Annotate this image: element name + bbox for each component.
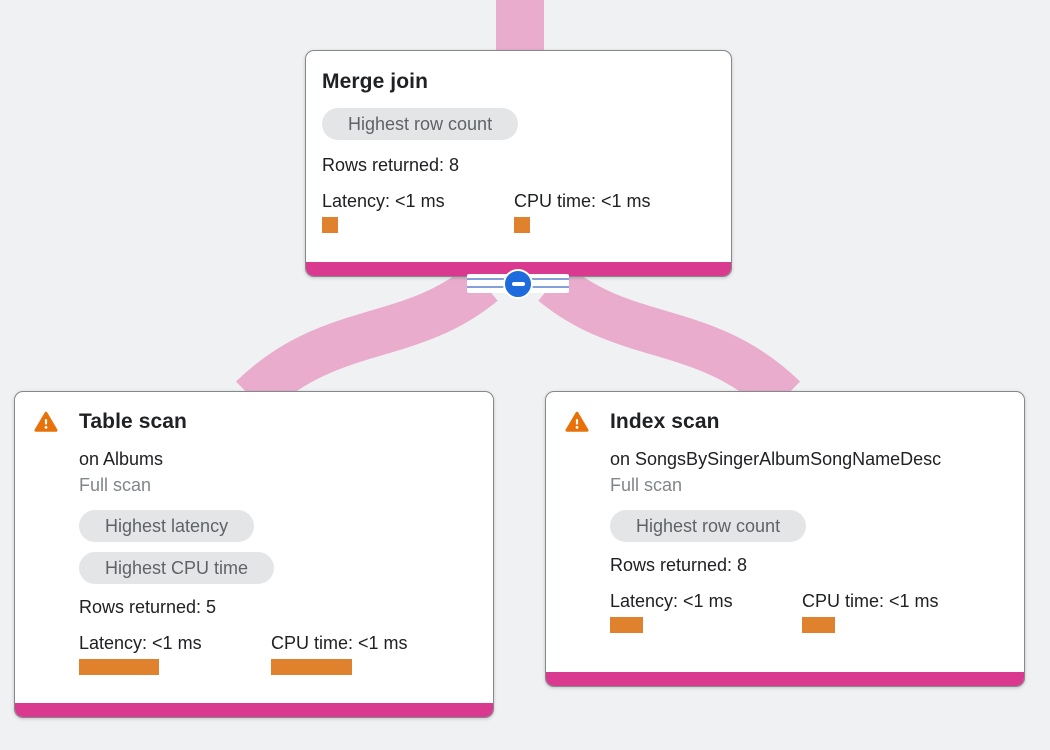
badge-group: Highest row count bbox=[610, 510, 1008, 542]
cpu-time-bar bbox=[514, 217, 530, 233]
latency-label: Latency: <1 ms bbox=[610, 591, 733, 611]
latency-metric: Latency: <1 ms bbox=[79, 630, 271, 675]
cpu-time-metric: CPU time: <1 ms bbox=[271, 630, 463, 675]
badge-highest-cpu-time: Highest CPU time bbox=[79, 552, 275, 584]
node-index-scan[interactable]: Index scan on SongsBySingerAlbumSongName… bbox=[545, 391, 1025, 687]
rows-returned-label: Rows returned: 8 bbox=[610, 555, 748, 575]
cpu-time-bar bbox=[271, 659, 352, 675]
edge-merge-join-to-index-scan bbox=[538, 264, 801, 415]
latency-bar bbox=[610, 617, 643, 633]
cpu-time-bar bbox=[802, 617, 835, 633]
warning-icon bbox=[34, 411, 58, 432]
collapse-children-control[interactable] bbox=[467, 269, 569, 299]
edge-merge-join-to-table-scan bbox=[235, 264, 498, 415]
latency-metric: Latency: <1 ms bbox=[610, 588, 802, 633]
scan-type: Full scan bbox=[79, 475, 152, 495]
badge-highest-row-count: Highest row count bbox=[610, 510, 807, 542]
badge-group: Highest latency Highest CPU time bbox=[79, 500, 477, 584]
scan-target: on Albums bbox=[79, 449, 164, 469]
node-title: Merge join bbox=[322, 70, 429, 93]
collapse-button[interactable] bbox=[503, 269, 533, 299]
node-table-scan[interactable]: Table scan on Albums Full scan Highest l… bbox=[14, 391, 494, 718]
cpu-time-label: CPU time: <1 ms bbox=[271, 633, 408, 653]
scan-type: Full scan bbox=[610, 475, 683, 495]
metrics-row: Latency: <1 ms CPU time: <1 ms bbox=[610, 588, 1008, 633]
metrics-row: Latency: <1 ms CPU time: <1 ms bbox=[79, 630, 477, 675]
latency-metric: Latency: <1 ms bbox=[322, 188, 514, 233]
node-title: Table scan bbox=[79, 410, 187, 433]
node-merge-join[interactable]: Merge join Highest row count Rows return… bbox=[305, 50, 732, 277]
badge-highest-latency: Highest latency bbox=[79, 510, 255, 542]
latency-bar bbox=[79, 659, 159, 675]
latency-bar bbox=[322, 217, 338, 233]
node-accent-bar bbox=[15, 703, 493, 717]
badge-highest-row-count: Highest row count bbox=[322, 108, 519, 140]
warning-icon bbox=[565, 411, 589, 432]
node-title: Index scan bbox=[610, 410, 720, 433]
rows-returned-label: Rows returned: 8 bbox=[322, 155, 460, 175]
cpu-time-metric: CPU time: <1 ms bbox=[514, 188, 706, 233]
cpu-time-label: CPU time: <1 ms bbox=[802, 591, 939, 611]
badge-group: Highest row count bbox=[322, 108, 715, 140]
metrics-row: Latency: <1 ms CPU time: <1 ms bbox=[322, 188, 715, 233]
cpu-time-metric: CPU time: <1 ms bbox=[802, 588, 994, 633]
edge-parent-to-merge-join bbox=[496, 0, 544, 53]
cpu-time-label: CPU time: <1 ms bbox=[514, 191, 651, 211]
node-accent-bar bbox=[546, 672, 1024, 686]
minus-icon bbox=[511, 282, 525, 286]
latency-label: Latency: <1 ms bbox=[322, 191, 445, 211]
scan-target: on SongsBySingerAlbumSongNameDesc bbox=[610, 449, 942, 469]
latency-label: Latency: <1 ms bbox=[79, 633, 202, 653]
rows-returned-label: Rows returned: 5 bbox=[79, 597, 217, 617]
